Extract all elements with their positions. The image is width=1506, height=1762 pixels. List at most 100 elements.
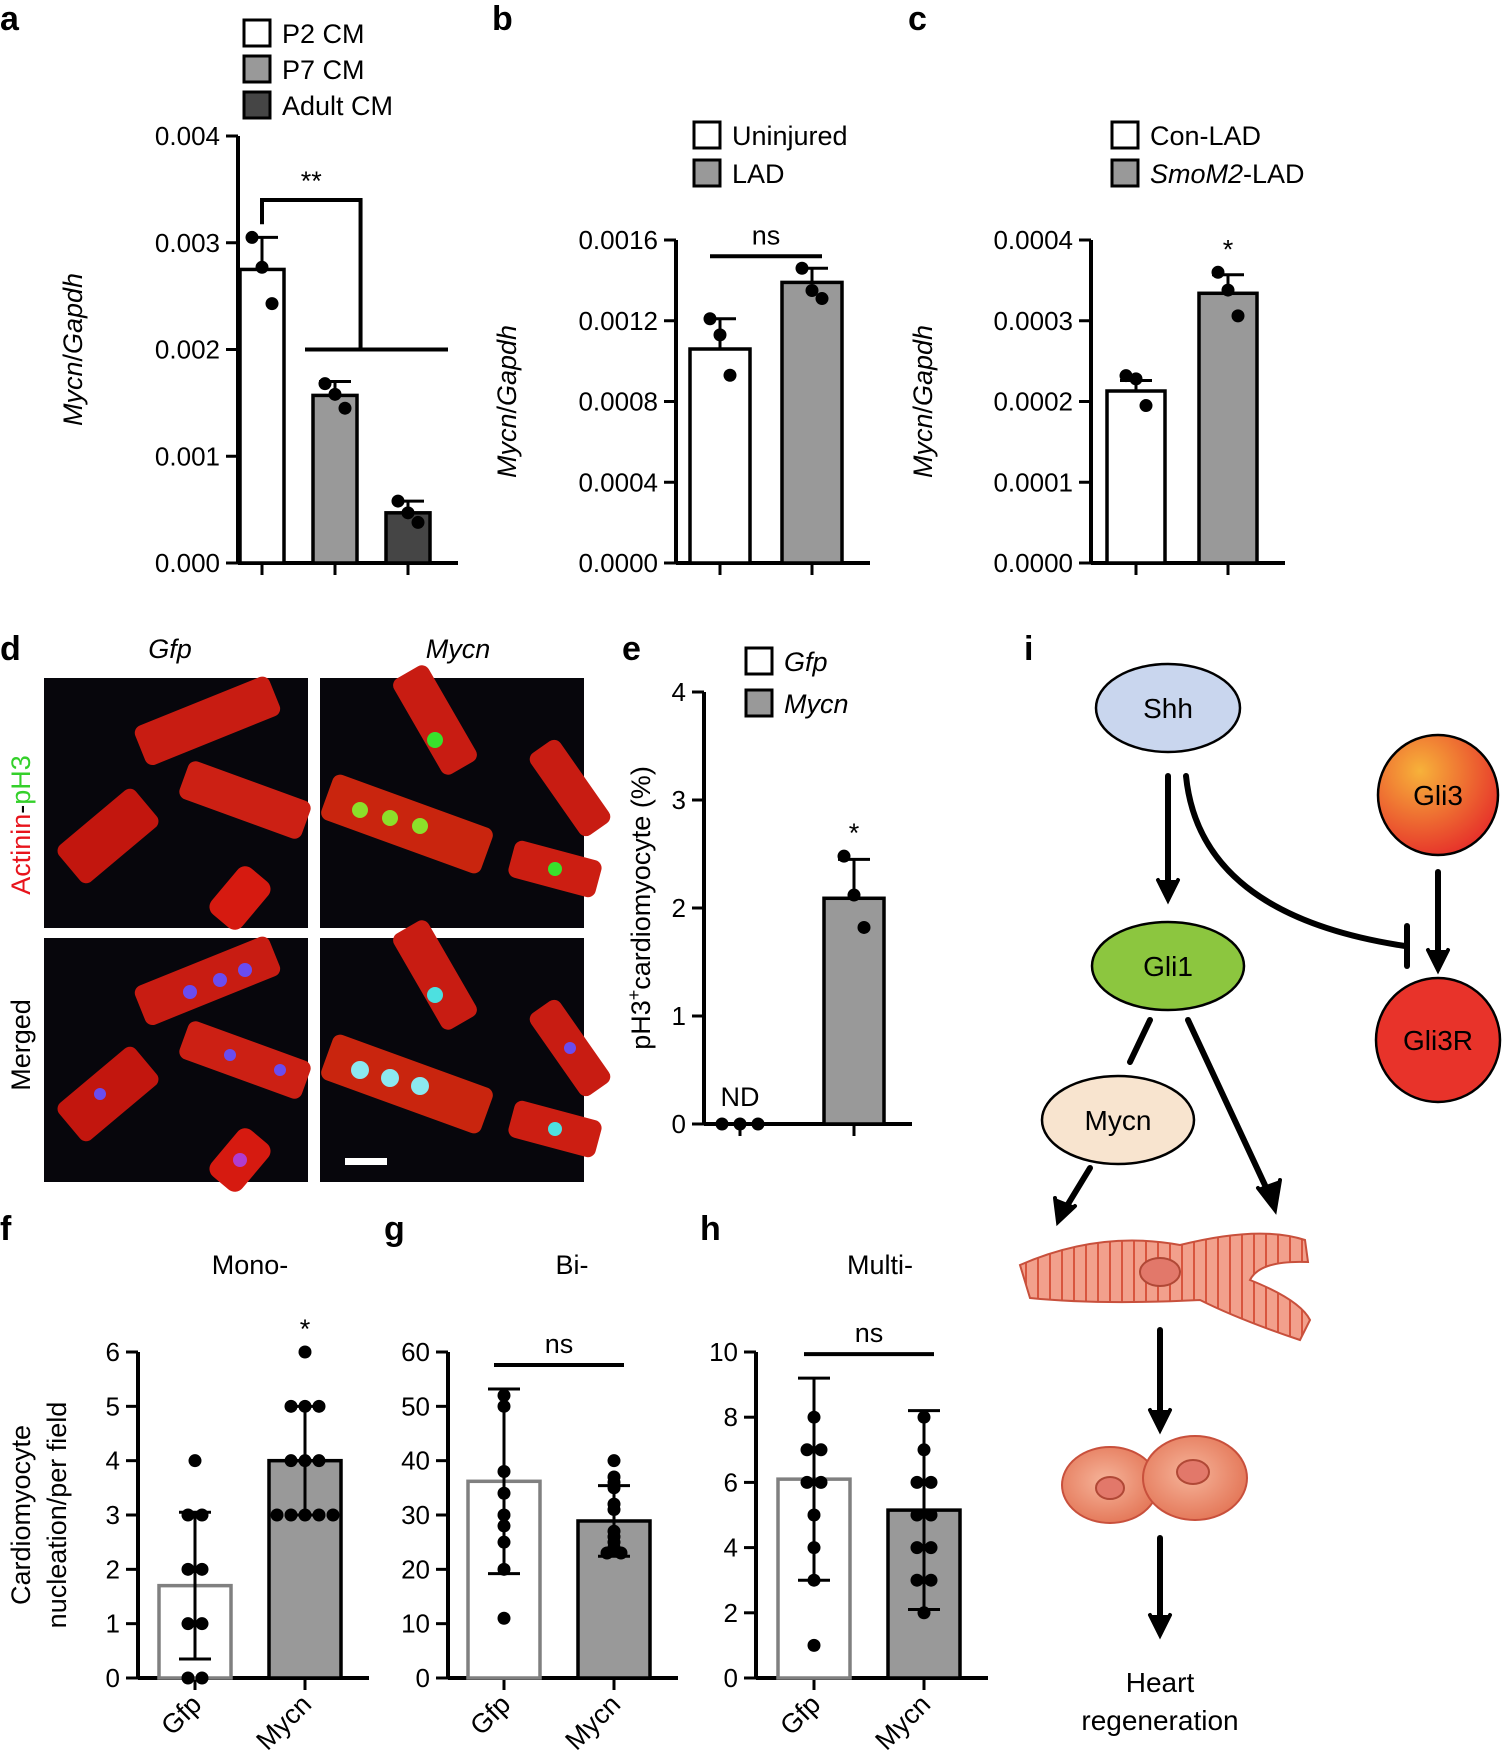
data-point-a-0-0 <box>245 230 259 244</box>
data-point-g-1-3 <box>607 1481 621 1495</box>
y-axis-label-c-part2: Gapdh <box>908 325 938 406</box>
data-point-h-0-6 <box>807 1541 821 1555</box>
data-point-h-1-3 <box>924 1475 938 1489</box>
y-axis-label-c-slash: / <box>908 406 938 414</box>
data-point-h-1-0 <box>917 1410 931 1424</box>
micrograph-gfp-merged <box>44 936 311 1192</box>
panel-label-i: i <box>1024 630 1033 668</box>
panel-label-f: f <box>0 1210 12 1248</box>
data-point-a-1-2 <box>338 401 352 415</box>
node-gli3r-label: Gli3R <box>1403 1025 1473 1056</box>
y-tick-label-c-0: 0.0000 <box>993 548 1073 578</box>
y-tick-label-c-1: 0.0001 <box>993 467 1073 497</box>
bar-b-0 <box>688 347 752 565</box>
data-point-h-1-1 <box>917 1443 931 1457</box>
y-axis-label-e-rest: cardiomyocyte (%) <box>626 766 656 990</box>
y-tick-label-g-6: 60 <box>401 1337 430 1367</box>
legend-label-e-1: Mycn <box>784 689 849 719</box>
y-axis-label-e: pH3+cardiomyocyte (%) <box>624 766 656 1050</box>
y-tick-label-a-1: 0.001 <box>155 441 220 471</box>
data-point-c-1-0 <box>1211 265 1225 279</box>
bar-a-1 <box>311 393 359 565</box>
chart-c: 0.00000.00010.00020.00030.0004*Con-LADSm… <box>908 120 1305 578</box>
y-tick-label-c-4: 0.0004 <box>993 225 1073 255</box>
data-point-e-0-0 <box>715 1117 729 1131</box>
y-tick-label-g-0: 0 <box>416 1663 430 1693</box>
data-point-g-0-2 <box>497 1465 511 1479</box>
significance-label-a: ** <box>301 166 323 196</box>
data-point-e-0-1 <box>733 1117 747 1131</box>
data-point-f-0-0 <box>188 1454 202 1468</box>
y-tick-label-e-4: 4 <box>672 677 686 707</box>
y-tick-label-h-0: 0 <box>724 1663 738 1693</box>
y-tick-label-f-3: 3 <box>106 1500 120 1530</box>
micrograph-mycn-actinin <box>320 665 611 928</box>
legend-swatch-a-0 <box>242 18 272 48</box>
legend-label-c-italic: SmoM2 <box>1150 159 1243 189</box>
data-point-f-1-4 <box>284 1454 298 1468</box>
y-tick-label-b-2: 0.0008 <box>578 387 658 417</box>
legend-swatch-b-0 <box>692 120 722 150</box>
data-point-c-1-1 <box>1221 283 1235 297</box>
data-point-e-1-2 <box>857 920 871 934</box>
data-point-b-1-1 <box>805 283 819 297</box>
y-tick-label-c-3: 0.0003 <box>993 306 1073 336</box>
arrowhead-mycn-cm <box>1053 1196 1077 1227</box>
data-point-c-0-1 <box>1129 372 1143 386</box>
chart-title-h: Multi- <box>847 1250 913 1280</box>
data-point-h-0-8 <box>807 1638 821 1652</box>
y-tick-label-a-0: 0.000 <box>155 548 220 578</box>
data-point-h-0-5 <box>807 1508 821 1522</box>
bar-b-1 <box>780 280 844 565</box>
micrograph-mycn-merged <box>320 920 611 1182</box>
y-tick-label-g-5: 50 <box>401 1391 430 1421</box>
legend-label-b-0: Uninjured <box>732 121 848 151</box>
data-point-f-0-6 <box>195 1617 209 1631</box>
y-tick-label-g-1: 10 <box>401 1609 430 1639</box>
data-point-f-1-5 <box>298 1454 312 1468</box>
arrowhead-shh-gli1 <box>1156 878 1180 905</box>
panel-label-c: c <box>908 0 927 38</box>
inhibition-shh-gli3r <box>1183 773 1408 949</box>
legend-swatch-b-1 <box>692 158 722 188</box>
data-point-h-1-7 <box>924 1541 938 1555</box>
data-point-h-1-2 <box>910 1475 924 1489</box>
y-tick-label-g-3: 30 <box>401 1500 430 1530</box>
data-point-h-0-4 <box>814 1475 828 1489</box>
bar-a-0 <box>238 267 286 565</box>
panel-label-h: h <box>700 1210 721 1248</box>
chart-title-f: Mono- <box>212 1250 289 1280</box>
y-axis-label-c: Mycn/Gapdh <box>908 325 938 478</box>
y-axis-label-b-slash: / <box>492 406 522 414</box>
panel-label-e: e <box>622 630 641 668</box>
row-label-actinin: Actinin <box>6 814 36 895</box>
data-point-h-1-5 <box>924 1508 938 1522</box>
x-category-label-f-0: Gfp <box>155 1689 207 1741</box>
x-category-label-f-1: Mycn <box>250 1689 317 1756</box>
y-axis-label-a: Mycn/Gapdh <box>58 273 88 426</box>
micrograph-panel: Gfp Mycn Actinin-pH3 Merged <box>6 634 611 1192</box>
y-axis-label-b-part2: Gapdh <box>492 325 522 406</box>
data-point-c-0-2 <box>1139 399 1153 413</box>
significance-star-c: * <box>1223 234 1234 264</box>
legend-label-c-1: SmoM2-LAD <box>1150 159 1305 189</box>
ph3-nucleus <box>427 732 443 748</box>
y-axis-label-c-part1: Mycn <box>908 414 938 479</box>
arrowhead-regeneration <box>1148 1613 1172 1640</box>
legend-swatch-e-1 <box>744 688 774 718</box>
data-point-a-2-2 <box>411 515 425 529</box>
y-tick-label-b-0: 0.0000 <box>578 548 658 578</box>
node-gli3 <box>1376 733 1500 857</box>
y-tick-label-a-3: 0.003 <box>155 228 220 258</box>
panel-label-a: a <box>0 0 20 38</box>
line-gli1-mycn <box>1127 1017 1153 1065</box>
y-tick-label-g-2: 20 <box>401 1554 430 1584</box>
y-tick-label-c-2: 0.0002 <box>993 387 1073 417</box>
data-point-a-2-0 <box>391 494 405 508</box>
node-gli3-label: Gli3 <box>1413 780 1463 811</box>
micrograph-gfp-actinin <box>44 676 311 930</box>
dividing-cells-icon <box>1061 1435 1248 1524</box>
